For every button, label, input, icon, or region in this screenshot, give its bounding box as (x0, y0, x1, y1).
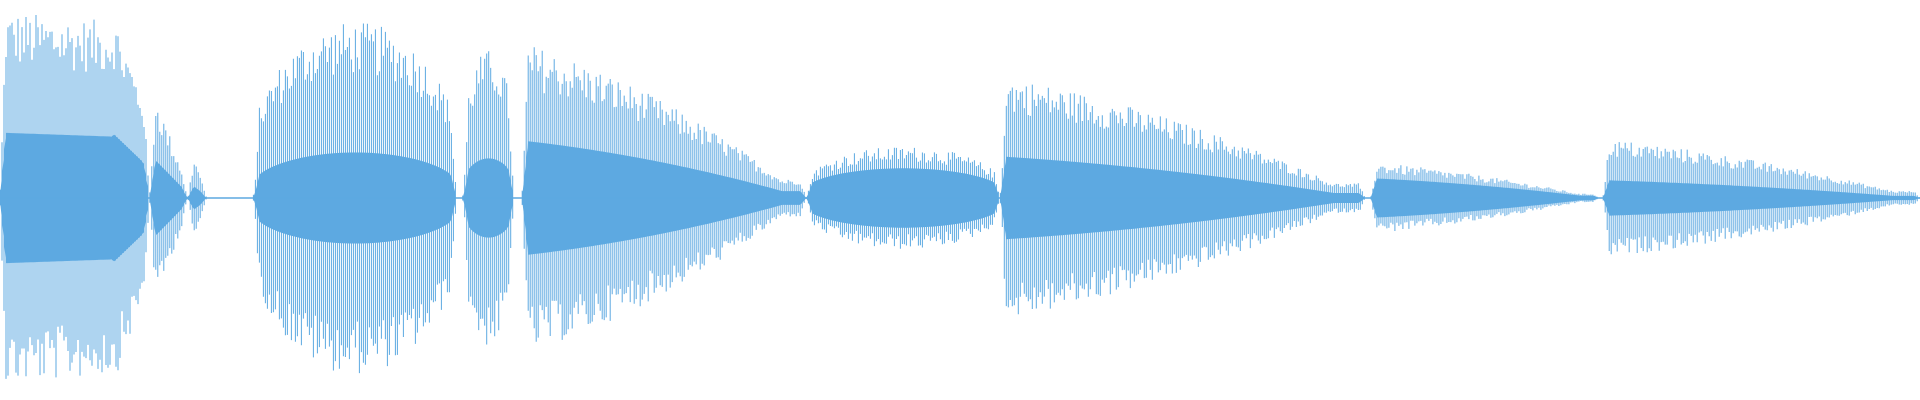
waveform-core (0, 132, 1920, 264)
